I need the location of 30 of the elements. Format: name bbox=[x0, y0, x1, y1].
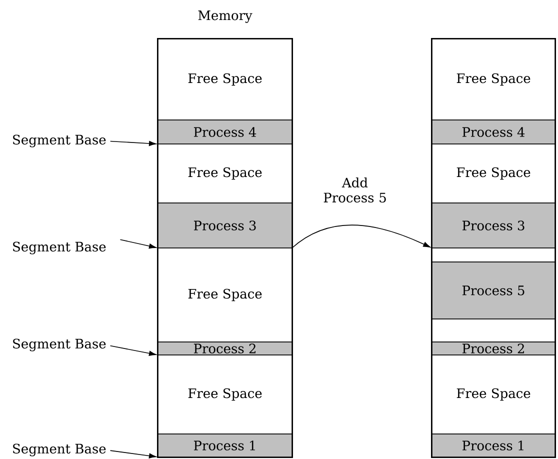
arrow bbox=[120, 239, 156, 249]
process-segment: Process 2 bbox=[432, 342, 556, 356]
arrow bbox=[110, 140, 156, 146]
process-segment: Process 4 bbox=[158, 120, 292, 144]
free-segment: Free Space bbox=[432, 144, 556, 204]
edge-label: Add Process 5 bbox=[318, 176, 392, 204]
free-segment bbox=[432, 248, 556, 262]
process-segment: Process 3 bbox=[158, 202, 292, 248]
pointer-label: Segment Base bbox=[13, 444, 106, 456]
process-segment: Process 1 bbox=[158, 434, 292, 458]
free-segment: Free Space bbox=[158, 144, 292, 204]
arrow bbox=[110, 450, 156, 458]
arrow bbox=[110, 345, 156, 356]
arrow bbox=[292, 224, 431, 248]
free-segment: Free Space bbox=[158, 38, 292, 120]
pointer-label: Segment Base bbox=[13, 134, 106, 148]
process-segment: Process 5 bbox=[432, 262, 556, 320]
memory-column bbox=[431, 38, 556, 458]
free-segment: Free Space bbox=[158, 248, 292, 342]
process-segment: Process 4 bbox=[432, 120, 556, 144]
column-heading: Memory bbox=[198, 10, 252, 23]
process-segment: Process 2 bbox=[158, 342, 292, 356]
free-segment: Free Space bbox=[432, 38, 556, 120]
free-segment: Free Space bbox=[432, 354, 556, 434]
pointer-label: Segment Base bbox=[13, 242, 106, 254]
free-segment: Free Space bbox=[158, 354, 292, 434]
process-segment: Process 3 bbox=[432, 202, 556, 248]
pointer-label: Segment Base bbox=[13, 338, 106, 352]
free-segment bbox=[432, 318, 556, 342]
process-segment: Process 1 bbox=[432, 434, 556, 458]
